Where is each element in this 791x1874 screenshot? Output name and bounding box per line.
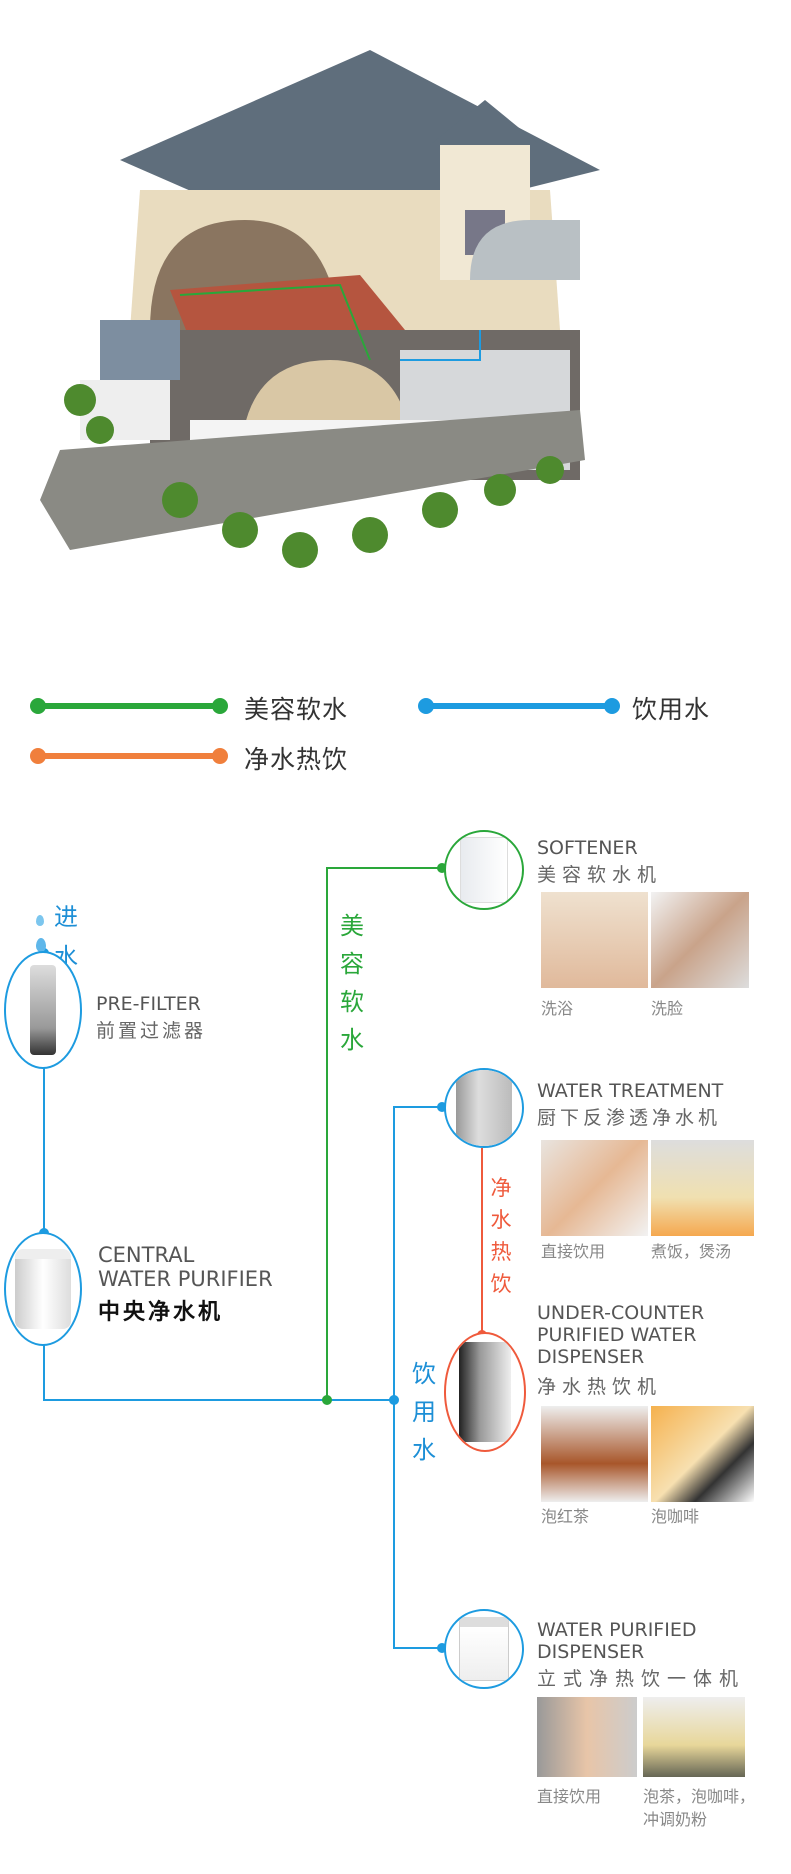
legend-label-drinking: 饮用水 <box>632 695 711 724</box>
pipe-main <box>43 1399 395 1401</box>
water-treatment-image <box>456 1070 512 1146</box>
legend-label-hot: 净水热饮 <box>244 745 349 774</box>
softener-en: SOFTENER <box>537 837 638 859</box>
flow-char: 水 <box>412 1436 436 1464</box>
softener-product[interactable] <box>444 830 524 910</box>
junction <box>437 1102 447 1112</box>
undercounter-product[interactable] <box>444 1332 526 1452</box>
legend-line-hot <box>30 748 228 764</box>
pipe-hot <box>481 1148 483 1340</box>
dispenser-image <box>459 1617 509 1681</box>
caption: 泡茶，泡咖啡， <box>643 1787 756 1806</box>
central-purifier-product[interactable] <box>4 1232 82 1346</box>
central-en2: WATER PURIFIER <box>98 1267 273 1291</box>
undercounter-en1: UNDER-COUNTER <box>537 1302 705 1324</box>
legend-line-drinking <box>418 698 620 714</box>
treatment-en: WATER TREATMENT <box>537 1080 724 1102</box>
caption: 直接饮用 <box>541 1242 606 1261</box>
flow-char: 水 <box>340 1026 364 1054</box>
flow-char: 软 <box>340 988 364 1016</box>
junction <box>437 863 447 873</box>
legend-label-softening: 美容软水 <box>244 695 349 724</box>
prefilter-cn: 前置过滤器 <box>96 1020 207 1042</box>
flow-char: 美 <box>340 912 364 940</box>
pipe-dispenser-branch <box>393 1647 443 1649</box>
flow-char: 水 <box>490 1208 512 1232</box>
undercounter-en3: DISPENSER <box>537 1346 645 1368</box>
caption: 冲调奶粉 <box>643 1810 708 1829</box>
central-cn: 中央净水机 <box>98 1300 224 1325</box>
pipe-softening-branch <box>326 867 442 869</box>
pipe-inlet <box>43 950 45 1400</box>
water-drop-icon <box>36 938 46 952</box>
photo-woman-drinking <box>537 1697 637 1777</box>
caption: 泡红茶 <box>541 1507 590 1526</box>
photo-drinking <box>541 1140 648 1236</box>
prefilter-en: PRE-FILTER <box>96 993 201 1015</box>
undercounter-en2: PURIFIED WATER <box>537 1324 697 1346</box>
dispenser-cn: 立式净热饮一体机 <box>537 1668 746 1690</box>
dispenser-product[interactable] <box>444 1609 524 1689</box>
photo-coffee <box>651 1406 754 1502</box>
caption: 洗脸 <box>651 999 684 1018</box>
photo-tea-set <box>643 1697 745 1777</box>
water-treatment-product[interactable] <box>444 1068 524 1148</box>
flow-char: 饮 <box>412 1360 436 1388</box>
photo-cooking <box>651 1140 754 1236</box>
softener-image <box>460 837 508 903</box>
house-illustration <box>40 50 600 568</box>
undercounter-image <box>459 1342 511 1442</box>
flow-char: 容 <box>340 950 364 978</box>
caption: 直接饮用 <box>537 1787 602 1806</box>
inlet-label: 进 <box>54 903 78 931</box>
flow-char: 饮 <box>490 1272 512 1296</box>
pipe-drinking <box>393 1106 395 1649</box>
junction <box>437 1643 447 1653</box>
flow-char: 用 <box>412 1398 436 1426</box>
pipe-softening <box>326 868 328 1400</box>
central-en1: CENTRAL <box>98 1243 195 1267</box>
caption: 煮饭，煲汤 <box>651 1242 732 1261</box>
dispenser-en1: WATER PURIFIED <box>537 1619 697 1641</box>
junction <box>322 1395 332 1405</box>
caption: 洗浴 <box>541 999 574 1018</box>
photo-tea <box>541 1406 648 1502</box>
water-drop-icon <box>36 915 44 926</box>
pipe-treatment-branch <box>393 1106 443 1108</box>
legend-line-softening <box>30 698 228 714</box>
softener-cn: 美容软水机 <box>537 864 663 886</box>
prefilter-product[interactable] <box>4 951 82 1069</box>
junction <box>389 1395 399 1405</box>
undercounter-cn: 净水热饮机 <box>537 1376 663 1398</box>
treatment-cn: 厨下反渗透净水机 <box>537 1107 722 1129</box>
flow-char: 净 <box>490 1176 512 1200</box>
photo-face-washing <box>651 892 749 988</box>
flow-char: 热 <box>490 1240 512 1264</box>
prefilter-image <box>30 965 56 1055</box>
dispenser-en2: DISPENSER <box>537 1641 645 1663</box>
caption: 泡咖啡 <box>651 1507 700 1526</box>
photo-bathing <box>541 892 648 988</box>
central-purifier-image <box>15 1249 71 1329</box>
